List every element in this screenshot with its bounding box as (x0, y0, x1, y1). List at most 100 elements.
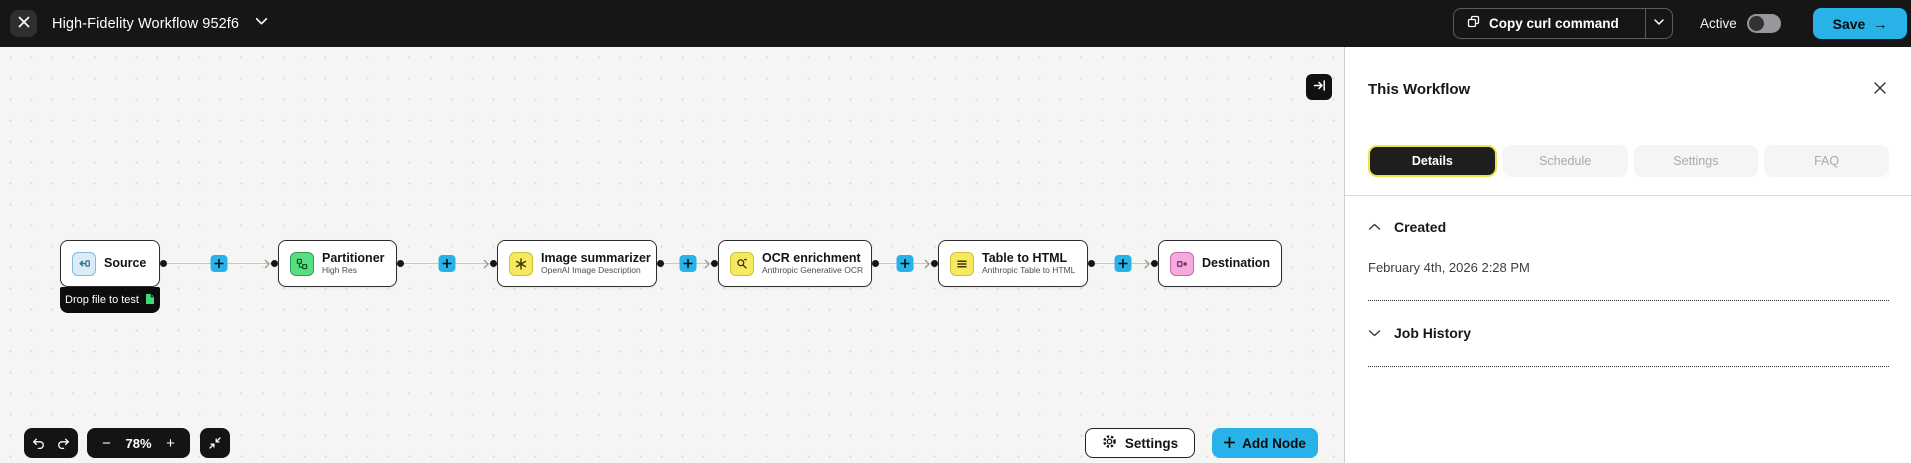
node-destination[interactable]: Destination (1158, 240, 1282, 287)
partitioner-split-icon (290, 251, 314, 276)
edge-source-handle (872, 260, 879, 267)
node-subtitle: Anthropic Generative OCR (762, 265, 864, 276)
chevron-down-icon (1653, 15, 1665, 33)
add-node-between-button[interactable] (1114, 255, 1132, 272)
zoom-level: 78% (125, 435, 152, 451)
history-controls (24, 428, 78, 458)
plus-icon (900, 259, 910, 268)
edge-arrowhead-icon (264, 259, 270, 269)
collapse-panel-button[interactable] (1306, 74, 1332, 100)
node-title: Image summarizer (541, 250, 651, 265)
tab-details[interactable]: Details (1368, 145, 1497, 177)
arrow-right-icon: → (1873, 15, 1888, 32)
gear-icon (1102, 434, 1117, 452)
table-lines-icon (950, 251, 974, 276)
edge-source-handle (657, 260, 664, 267)
undo-icon (32, 438, 44, 449)
undo-button[interactable] (25, 428, 51, 458)
node-source[interactable]: Source (60, 240, 160, 287)
edge-arrowhead-icon (704, 259, 710, 269)
zoom-in-button[interactable]: + (158, 428, 184, 458)
tab-settings[interactable]: Settings (1633, 145, 1759, 177)
tabs-divider (1345, 195, 1911, 196)
active-toggle[interactable] (1746, 14, 1781, 33)
node-subtitle: High Res (322, 265, 357, 276)
workflow-title: High-Fidelity Workflow 952f6 (52, 15, 240, 32)
section-job-history-header[interactable]: Job History (1368, 325, 1471, 341)
plus-icon (214, 259, 224, 268)
workflow-title-dropdown[interactable] (255, 15, 268, 33)
edge-source-handle (1088, 260, 1095, 267)
plus-icon (442, 259, 452, 268)
edge-ocr-table (872, 255, 938, 272)
edge-target-handle (1151, 260, 1158, 267)
add-node-button[interactable]: Add Node (1212, 428, 1318, 458)
file-doc-icon (145, 293, 155, 308)
save-button[interactable]: Save → (1813, 8, 1907, 39)
edge-arrowhead-icon (1144, 259, 1150, 269)
plus-icon (683, 259, 692, 268)
add-node-between-button[interactable] (438, 255, 456, 272)
edge-source-handle (397, 260, 404, 267)
drop-file-hint: Drop file to test (60, 287, 160, 313)
plus-icon (1118, 259, 1128, 268)
close-workflow-button[interactable] (10, 10, 37, 37)
collapse-right-icon (1313, 79, 1326, 95)
source-icon (72, 251, 96, 276)
destination-icon (1170, 251, 1194, 276)
panel-title: This Workflow (1368, 81, 1471, 98)
chevron-down-icon (255, 15, 268, 33)
node-subtitle: Anthropic Table to HTML (982, 265, 1076, 276)
panel-close-button[interactable] (1870, 79, 1890, 99)
node-title: Partitioner (322, 250, 385, 265)
tab-faq[interactable]: FAQ (1764, 145, 1889, 177)
add-node-between-button[interactable] (210, 255, 228, 272)
edge-target-handle (931, 260, 938, 267)
toggle-knob (1748, 16, 1764, 31)
settings-label: Settings (1124, 435, 1179, 451)
edge-target-handle (490, 260, 497, 267)
copy-curl-dropdown-button[interactable] (1645, 9, 1672, 38)
drop-file-hint-label: Drop file to test (65, 294, 139, 306)
edge-target-handle (271, 260, 278, 267)
edge-table-destination (1088, 255, 1158, 272)
top-bar: High-Fidelity Workflow 952f6 Copy curl c… (0, 0, 1911, 47)
canvas-settings-button[interactable]: Settings (1085, 428, 1195, 458)
plus-icon (1224, 436, 1236, 451)
dotted-divider (1368, 366, 1889, 367)
edge-source-handle (160, 260, 167, 267)
node-title: Source (104, 256, 147, 271)
tab-schedule[interactable]: Schedule (1502, 145, 1628, 177)
node-title: Table to HTML (982, 250, 1068, 265)
fit-view-icon (209, 437, 221, 449)
zoom-controls: − 78% + (87, 428, 190, 458)
edge-target-handle (711, 260, 718, 267)
node-subtitle: OpenAI Image Description (541, 265, 641, 276)
add-node-between-button[interactable] (896, 255, 914, 272)
asterisk-icon (509, 251, 533, 276)
edge-arrowhead-icon (924, 259, 930, 269)
redo-button[interactable] (51, 428, 77, 458)
chevron-down-icon (1368, 326, 1381, 341)
zoom-out-button[interactable]: − (93, 428, 119, 458)
fit-view-button[interactable] (202, 428, 228, 458)
close-icon (18, 16, 30, 31)
chevron-up-icon (1368, 220, 1381, 235)
panel-tabs: Details Schedule Settings FAQ (1368, 145, 1889, 177)
ocr-magnifier-icon (730, 251, 754, 276)
active-label: Active (1700, 16, 1737, 31)
copy-curl-button[interactable]: Copy curl command (1454, 9, 1645, 38)
close-icon (1873, 81, 1887, 98)
save-label: Save (1832, 15, 1866, 32)
redo-icon (58, 438, 70, 449)
add-node-label: Add Node (1242, 435, 1306, 451)
section-created-header[interactable]: Created (1368, 219, 1446, 235)
add-node-between-button[interactable] (679, 255, 696, 272)
dotted-divider (1368, 300, 1889, 301)
